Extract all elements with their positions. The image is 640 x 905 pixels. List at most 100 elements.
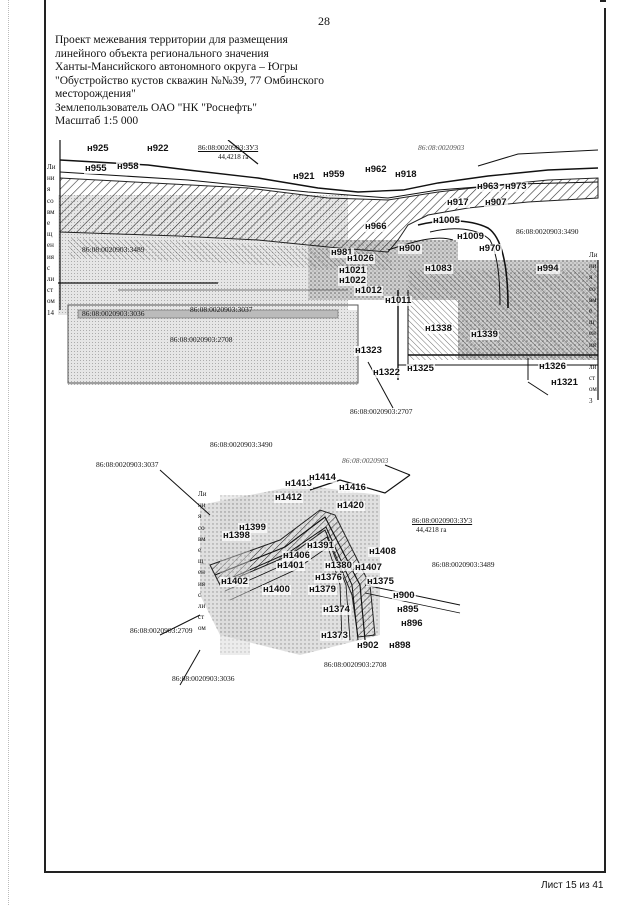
point-label: н918 — [394, 169, 418, 180]
legend-left-char: ст — [47, 286, 54, 295]
sheet-counter: Лист 15 из 41 — [541, 880, 604, 891]
point-label: н1326 — [538, 361, 567, 372]
point-label: н1325 — [406, 363, 435, 374]
legend-right-char: ия — [589, 340, 596, 349]
point-label: н1083 — [424, 263, 453, 274]
point-label: н1412 — [274, 492, 303, 503]
point-label: н1021 — [338, 265, 367, 276]
parcel-label: 86:08:0020903:3490 — [210, 440, 273, 449]
point-label: н1376 — [314, 572, 343, 583]
point-label: н981 — [330, 247, 354, 258]
parcel-label: 86:08:0020903:3489 — [432, 560, 495, 569]
legend-right-char: 3 — [589, 396, 593, 405]
legend-bottom-char: вм — [198, 534, 206, 543]
point-label: н1414 — [308, 472, 337, 483]
parcel-label: 86:08:0020903:3037 — [96, 460, 159, 469]
header-line-6: Землепользователь ОАО "НК "Роснефть" — [55, 101, 257, 114]
legend-left-char: 14 — [47, 308, 54, 317]
legend-bottom-char: ст — [198, 613, 205, 622]
frame-line-left — [44, 0, 46, 872]
point-label: н1009 — [456, 231, 485, 242]
point-label: н1012 — [354, 285, 383, 296]
point-label: н1402 — [220, 576, 249, 587]
legend-right-char: ни — [589, 262, 597, 271]
point-label: н1011 — [384, 295, 413, 306]
quarter-label: 86:08:0020903 — [342, 456, 389, 465]
legend-right-char: е — [589, 307, 593, 316]
legend-right-char: щ — [589, 318, 595, 327]
legend-right-char: ен — [589, 329, 596, 338]
legend-left-char: ен — [47, 241, 54, 250]
legend-bottom-char: ия — [198, 579, 205, 588]
point-label: н962 — [364, 164, 388, 175]
point-label: н1413 — [284, 478, 313, 489]
legend-left-char: е — [47, 219, 51, 228]
legend-bottom-char: ли — [198, 602, 206, 611]
point-label: н921 — [292, 171, 316, 182]
legend-bottom-char: щ — [198, 557, 204, 566]
legend-left-char: с — [47, 263, 51, 272]
legend-bottom-char: ом — [198, 624, 206, 633]
legend-bottom-vertical: Ли ни я со вм е щ ен ия с ли ст ом — [198, 489, 212, 635]
legend-bottom-char: с — [198, 590, 202, 599]
point-label: н1375 — [366, 576, 395, 587]
point-label: н1323 — [354, 345, 383, 356]
point-label: н1391 — [306, 540, 335, 551]
point-label: н1399 — [238, 522, 267, 533]
point-label: н898 — [388, 640, 412, 651]
frame-line-bottom — [44, 871, 606, 873]
scan-edge — [8, 0, 10, 905]
point-label: н1374 — [322, 604, 351, 615]
map-top: Ли ни я со вм е щ ен ия с ли ст ом 14 Ли… — [47, 140, 604, 440]
legend-left-char: ия — [47, 252, 54, 261]
legend-right-char: ли — [589, 363, 597, 372]
point-label: н1022 — [338, 275, 367, 286]
document-header: Проект межевания территории для размещен… — [55, 34, 355, 129]
point-label: н907 — [484, 197, 508, 208]
point-label: н1026 — [346, 253, 375, 264]
legend-bottom-char: со — [198, 523, 205, 532]
legend-left-char: вм — [47, 207, 55, 216]
legend-left-char: ом — [47, 297, 55, 306]
legend-bottom-char: ни — [198, 501, 206, 510]
page-number: 28 — [318, 14, 330, 28]
legend-right-char: со — [589, 284, 596, 293]
header-line-1: Проект межевания территории для размещен… — [55, 34, 288, 46]
point-label: н1321 — [550, 377, 579, 388]
map-bottom: Ли ни я со вм е щ ен ия с ли ст ом 86:08… — [96, 435, 604, 690]
point-label: н970 — [478, 243, 502, 254]
header-line-2: линейного объекта регионального значения — [55, 47, 269, 60]
legend-right-vertical: Ли ни я со вм е щ ен ия с ли ст ом 3 — [589, 250, 603, 407]
point-label: н1373 — [320, 630, 349, 641]
parcel-label: 86:08:0020903:2707 — [350, 407, 413, 416]
point-label: н895 — [396, 604, 420, 615]
point-label: н1416 — [338, 482, 367, 493]
frame-line-top — [600, 0, 606, 2]
parcel-label: 86:08:0020903:2709 — [130, 626, 193, 635]
header-line-3: Ханты-Мансийского автономного округа – Ю… — [55, 61, 298, 73]
point-label: н1339 — [470, 329, 499, 340]
point-label: н963 — [476, 181, 500, 192]
quarter-label: 86:08:0020903 — [418, 143, 465, 152]
point-label: н966 — [364, 221, 388, 232]
frame-line-right — [604, 8, 606, 872]
legend-left-char: Ли — [47, 163, 56, 171]
point-label: н955 — [84, 163, 108, 174]
point-label: н925 — [86, 143, 110, 154]
parcel-label: 86:08:0020903:3490 — [516, 227, 579, 236]
point-label: н994 — [536, 263, 560, 274]
point-label: н1398 — [222, 530, 251, 541]
point-label: н1338 — [424, 323, 453, 334]
legend-left-char: щ — [47, 230, 53, 239]
legend-bottom-char: е — [198, 546, 202, 555]
point-label: н1420 — [336, 500, 365, 511]
legend-left-char: со — [47, 196, 54, 205]
legend-left-char: ни — [47, 174, 55, 183]
point-label: н1408 — [368, 546, 397, 557]
parcel-label: 86:08:0020903:2708 — [170, 335, 233, 344]
legend-left-vertical: Ли ни я со вм е щ ен ия с ли ст ом 14 — [47, 162, 61, 319]
parcel-area: 44,4218 га — [218, 153, 249, 161]
header-line-5: месторождения" — [55, 88, 136, 100]
point-label: н959 — [322, 169, 346, 180]
legend-right-char: ст — [589, 374, 596, 383]
